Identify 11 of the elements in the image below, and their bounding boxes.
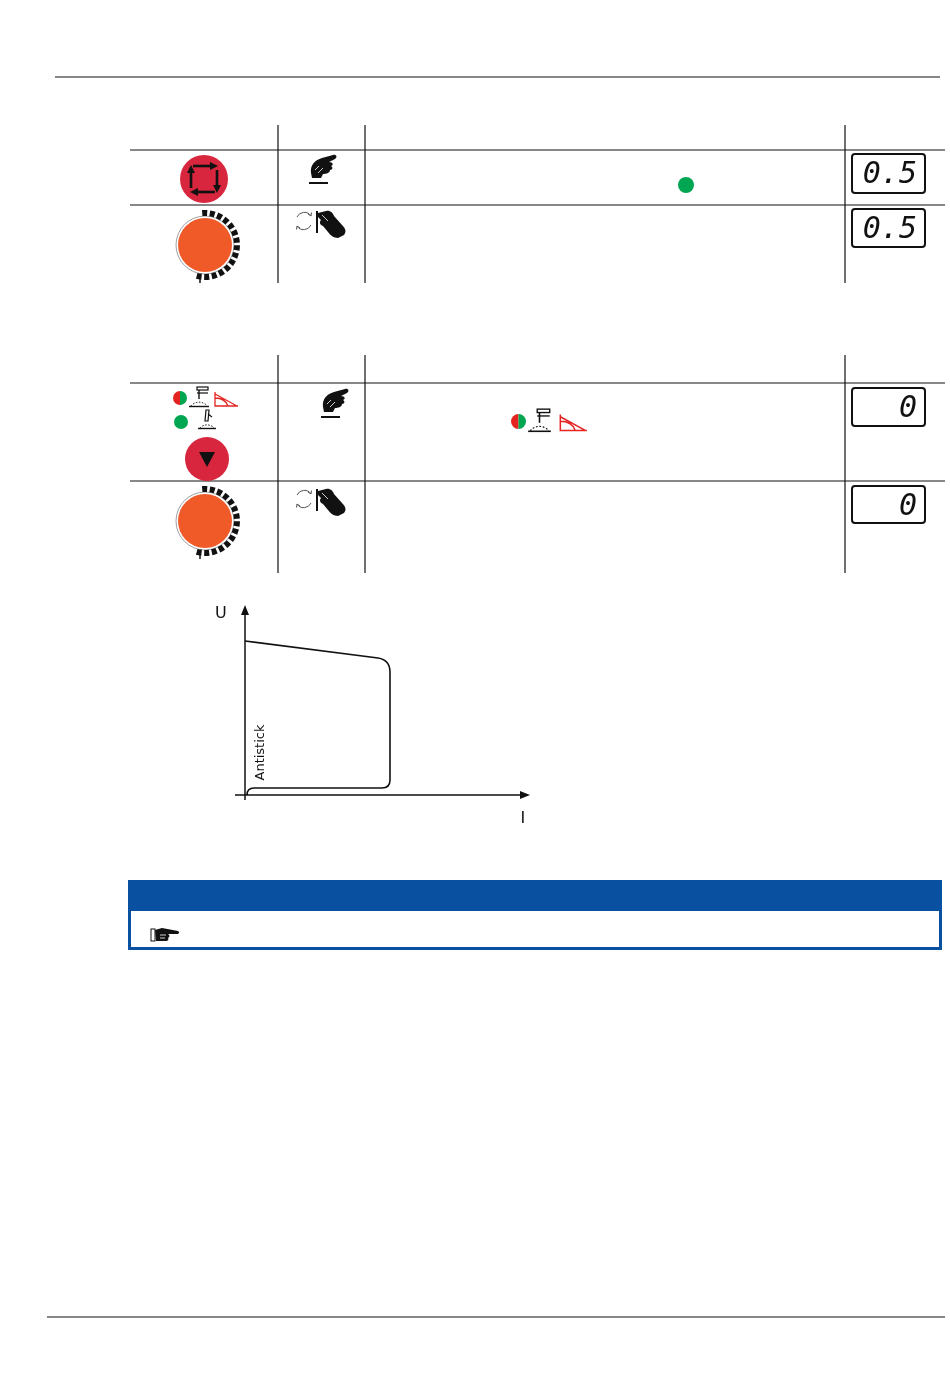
- lcd-display: [851, 387, 926, 427]
- lcd-display: [851, 153, 926, 194]
- display-value: 0: [898, 488, 917, 522]
- lcd-display: [851, 208, 926, 248]
- display-value: 0: [898, 390, 917, 424]
- axis-label: U: [215, 604, 227, 622]
- curve-label: Antistick: [251, 724, 267, 780]
- display-value: 0.5: [862, 156, 917, 190]
- axis-label: I: [520, 809, 526, 827]
- display-value: 0.5: [862, 211, 917, 245]
- lcd-display: [851, 485, 926, 524]
